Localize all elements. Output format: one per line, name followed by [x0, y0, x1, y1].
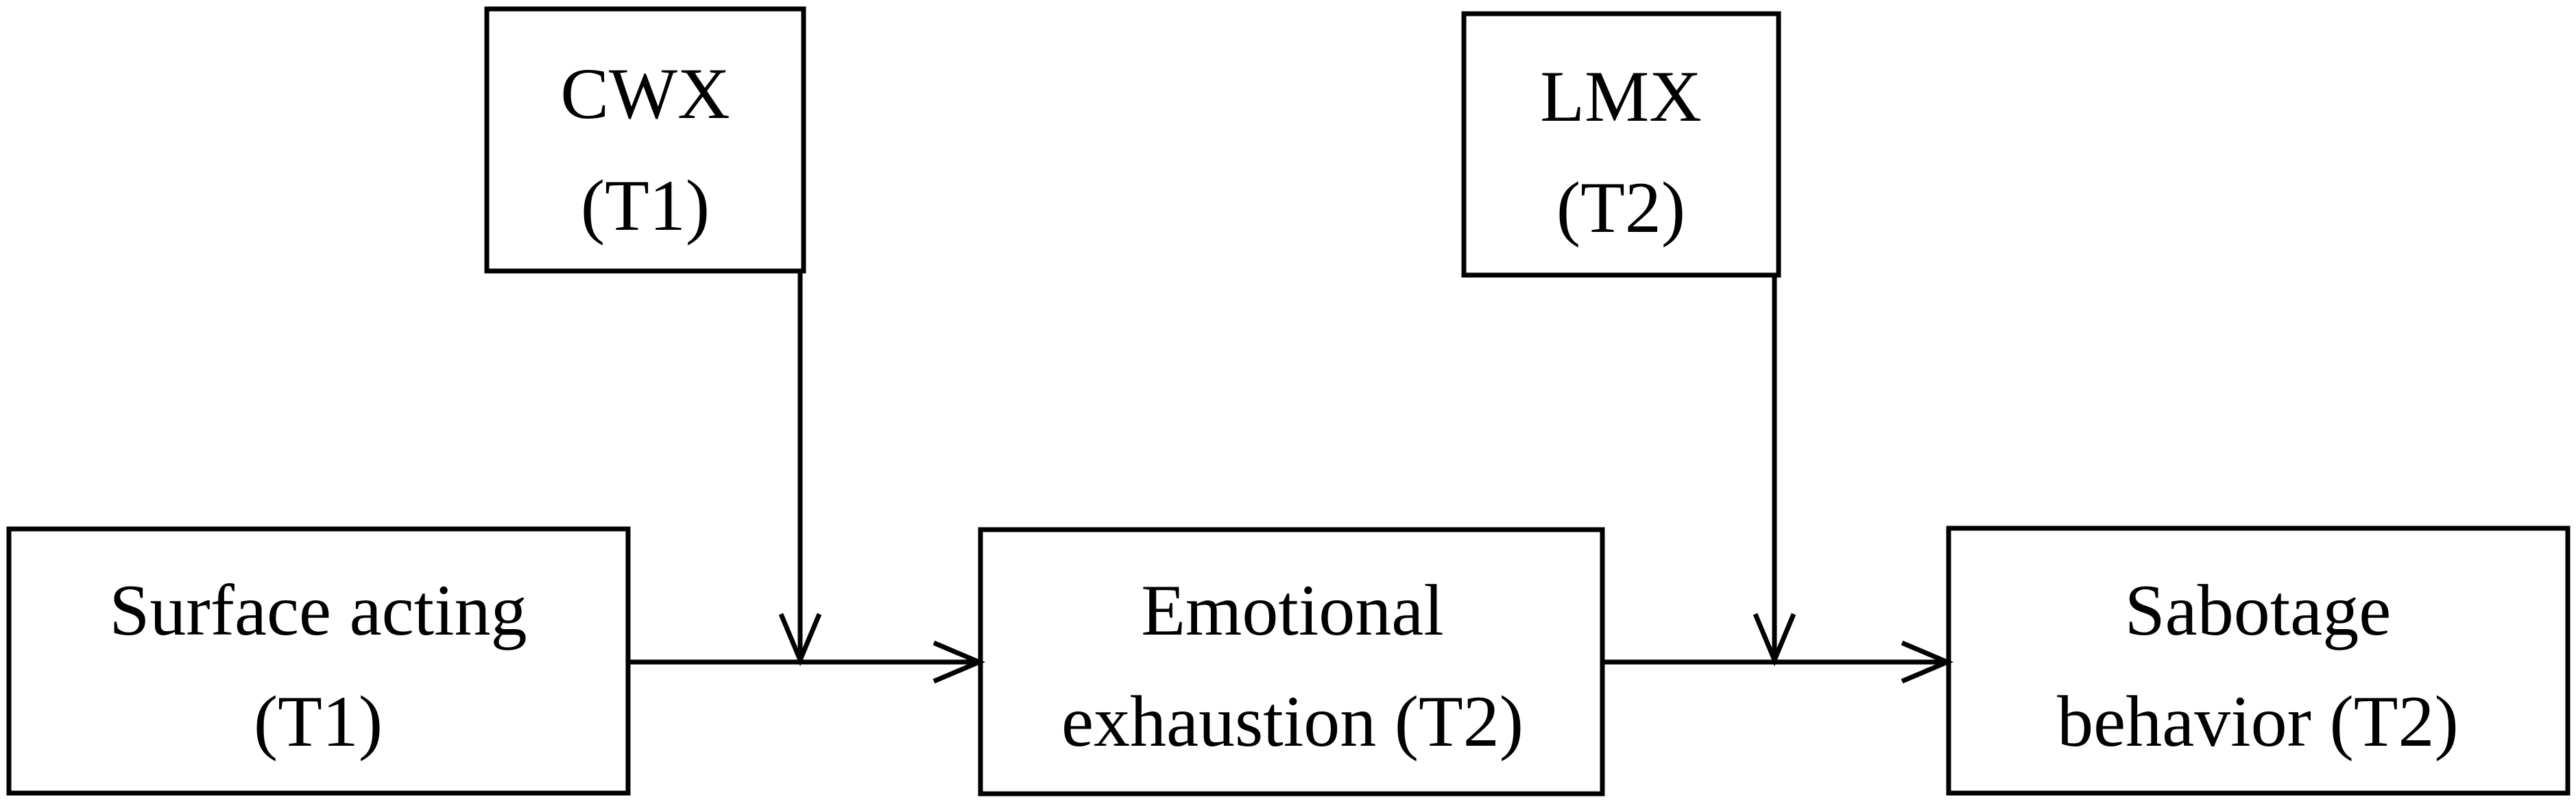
moderation-edge-lmx: [1753, 275, 1796, 667]
node-lmx: LMX (T2): [1461, 11, 1781, 278]
node-sabotage-behavior-box: [1946, 526, 2571, 796]
arrowhead-right-icon: [1901, 640, 1953, 684]
arrowhead-down-icon: [1753, 613, 1796, 667]
node-sabotage-behavior-label-line1: Sabotage: [2125, 570, 2392, 650]
moderation-edge-cwx: [778, 271, 822, 667]
node-surface-acting-label-line2: (T1): [254, 681, 383, 762]
node-emotional-exhaustion-box: [978, 527, 1605, 797]
node-cwx-label-line2: (T1): [581, 165, 710, 246]
node-lmx-box: [1461, 11, 1781, 278]
node-surface-acting-label-line1: Surface acting: [109, 570, 527, 650]
edge-surface-acting-to-emotional-exhaustion: [628, 640, 985, 684]
node-lmx-label-line2: (T2): [1556, 167, 1685, 248]
node-cwx-label-line1: CWX: [560, 54, 730, 134]
node-emotional-exhaustion-label-line1: Emotional: [1141, 570, 1444, 650]
arrowhead-down-icon: [778, 613, 822, 667]
arrowhead-right-icon: [932, 640, 985, 684]
node-lmx-label-line1: LMX: [1540, 56, 1702, 137]
node-cwx: CWX (T1): [484, 6, 806, 274]
node-sabotage-behavior: Sabotage behavior (T2): [1946, 526, 2571, 796]
node-surface-acting: Surface acting (T1): [6, 526, 631, 796]
node-emotional-exhaustion: Emotional exhaustion (T2): [978, 527, 1605, 797]
node-emotional-exhaustion-label-line2: exhaustion (T2): [1061, 681, 1524, 762]
node-sabotage-behavior-label-line2: behavior (T2): [2057, 681, 2459, 762]
node-cwx-box: [484, 6, 806, 274]
node-surface-acting-box: [6, 526, 631, 796]
